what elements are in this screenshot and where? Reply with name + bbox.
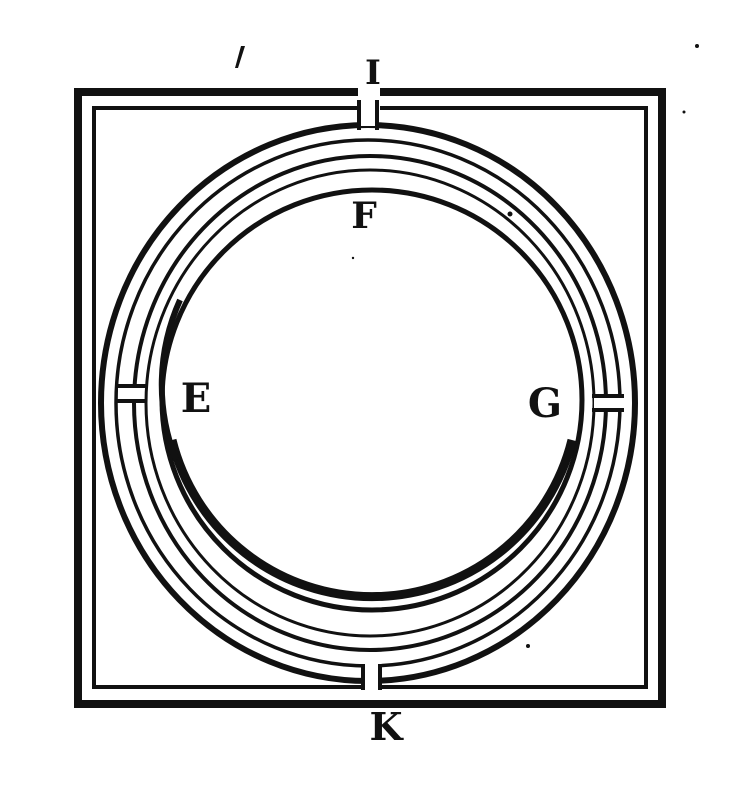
- print-specks: [235, 44, 699, 648]
- inner-circle-shadow: [167, 438, 577, 602]
- label-bottom: K: [369, 704, 404, 749]
- top-connector: [357, 84, 380, 130]
- label-inner-left: E: [181, 375, 212, 422]
- inner-circle-edge: [159, 187, 585, 613]
- label-top: I: [365, 53, 381, 93]
- bottom-connector: [361, 664, 382, 692]
- right-connector: [592, 394, 624, 412]
- left-connector: [116, 384, 146, 403]
- middle-ring-inner-edge: [144, 168, 596, 638]
- label-inner-right: G: [528, 380, 562, 427]
- inner-circle-shadow-left: [158, 298, 183, 462]
- label-inner-top: F: [351, 195, 377, 237]
